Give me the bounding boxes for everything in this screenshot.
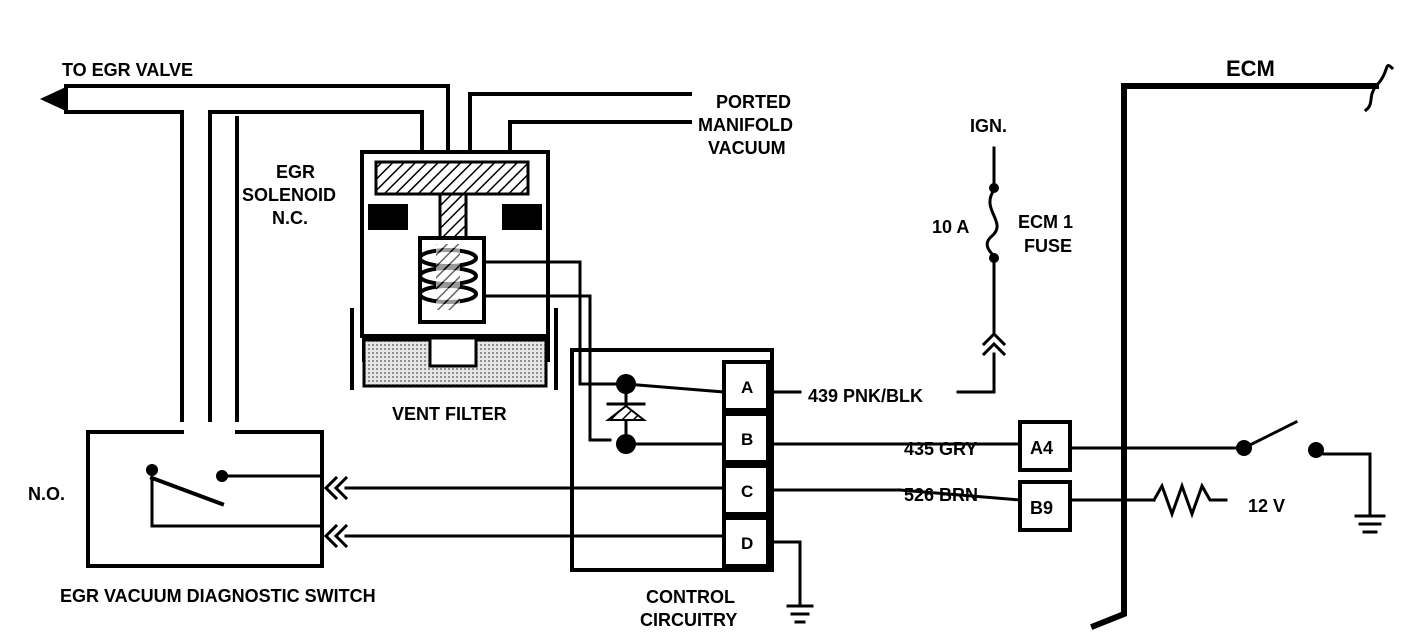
solenoid-magnet-left: [368, 204, 408, 230]
ground-ecm-icon: [1354, 514, 1386, 534]
pin-label-d: D: [741, 534, 753, 553]
wire-d-ground: [766, 540, 802, 606]
fuse-circuit: [956, 146, 1007, 394]
solenoid-plunger-stem: [438, 192, 468, 240]
label-fuse: FUSE: [1024, 236, 1072, 256]
egr-solenoid: [350, 150, 612, 442]
solenoid-coil-spring: [418, 244, 478, 310]
control-circuitry: [570, 348, 902, 624]
solenoid-magnet-right: [502, 204, 542, 230]
ecm-pin-label-b9: B9: [1030, 498, 1053, 518]
label-egr: EGR: [276, 162, 315, 182]
switch-lead-lower: [150, 476, 322, 528]
label-to-egr-valve: TO EGR VALVE: [62, 60, 193, 80]
fuse-element: [985, 187, 999, 259]
ecm-pin-a4-box: [1018, 420, 1072, 472]
coil-lead-upper: [482, 260, 582, 362]
label-nc: N.C.: [272, 208, 308, 228]
connector-d-arrows: [323, 523, 349, 549]
ecm-switch-arm: [1241, 419, 1299, 451]
coil-lead-lower: [482, 294, 612, 442]
label-manifold: MANIFOLD: [698, 115, 793, 135]
control-box: [570, 348, 774, 572]
solenoid-plunger-head: [374, 160, 530, 196]
label-control: CONTROL: [646, 587, 735, 607]
ecm-section: [898, 63, 1395, 630]
ecm-pin-b9-box: [1018, 480, 1072, 532]
switch-pivot: [146, 464, 158, 476]
pin-label-b: B: [741, 430, 753, 449]
label-ign: IGN.: [970, 116, 1007, 136]
ecm-pin-label-a4: A4: [1030, 438, 1053, 458]
ground-d-icon: [786, 604, 814, 624]
pin-box-b: [722, 412, 770, 464]
switch-arm: [149, 475, 225, 507]
ecm-switch-contact-right: [1308, 442, 1324, 458]
labels: TO EGR VALVE PORTED MANIFOLD VACUUM EGR …: [28, 56, 1285, 630]
switch-housing: [86, 430, 324, 568]
label-switch-name: EGR VACUUM DIAGNOSTIC SWITCH: [60, 586, 376, 606]
wire-label-b: 435 GRY: [904, 439, 977, 459]
pin-label-c: C: [741, 482, 753, 501]
vent-filter-neck: [428, 336, 478, 368]
egr-arrowhead: [40, 86, 68, 112]
wire-label-c: 526 BRN: [904, 485, 978, 505]
label-ecm1: ECM 1: [1018, 212, 1073, 232]
label-voltage: 12 V: [1248, 496, 1285, 516]
pin-box-a: [722, 360, 770, 412]
connector-c-arrows: [323, 475, 349, 501]
pin-label-a: A: [741, 378, 753, 397]
label-vent-filter: VENT FILTER: [392, 404, 507, 424]
label-ecm: ECM: [1226, 56, 1275, 81]
label-fuse-rating: 10 A: [932, 217, 969, 237]
ecm-boundary: [1090, 83, 1379, 630]
vacuum-hoses: [40, 84, 692, 422]
diode-symbol: [605, 404, 647, 421]
label-ported: PORTED: [716, 92, 791, 112]
resistor-icon: [1151, 481, 1228, 519]
wire-label-a: 439 PNK/BLK: [808, 386, 923, 406]
diagnostic-switch: [86, 430, 726, 568]
solenoid-body: [360, 150, 550, 338]
wire-a-fuse: [956, 352, 996, 394]
label-no: N.O.: [28, 484, 65, 504]
connector-a-arrows: [981, 331, 1007, 357]
label-circuitry: CIRCUITRY: [640, 610, 737, 630]
label-vacuum: VACUUM: [708, 138, 786, 158]
solenoid-coil-frame: [418, 236, 486, 324]
label-solenoid: SOLENOID: [242, 185, 336, 205]
wire-a-internal: [624, 382, 726, 394]
